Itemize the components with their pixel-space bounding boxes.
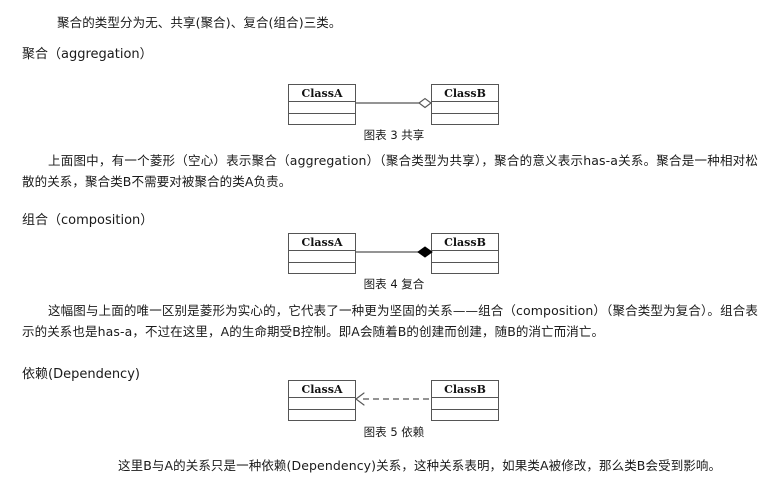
uml-class-attributes-a: [289, 251, 355, 263]
uml-class-box-b: ClassB: [431, 84, 499, 125]
section-heading-dependency: 依赖(Dependency): [22, 367, 140, 382]
uml-class-box-b: ClassB: [431, 233, 499, 274]
figure-caption-4: 图表 4 复合: [363, 277, 425, 291]
uml-class-box-a: ClassA: [288, 84, 356, 125]
figure-caption-3: 图表 3 共享: [363, 128, 425, 142]
uml-class-name-b: ClassB: [432, 234, 498, 251]
uml-class-attributes-b: [432, 102, 498, 114]
uml-connector-dependency: [355, 392, 431, 406]
intro-paragraph: 聚合的类型分为无、共享(聚合)、复合(组合)三类。: [57, 15, 342, 30]
section-heading-composition: 组合（composition）: [22, 213, 154, 228]
uml-class-name-a: ClassA: [289, 234, 355, 251]
open-arrow-icon: [355, 392, 365, 406]
figure-caption-5: 图表 5 依赖: [363, 425, 425, 439]
uml-class-attributes-a: [289, 398, 355, 410]
uml-class-name-b: ClassB: [432, 381, 498, 398]
body-paragraph-composition: 这幅图与上面的唯一区别是菱形为实心的，它代表了一种更为坚固的关系——组合（com…: [22, 303, 758, 339]
hollow-diamond-icon: [418, 97, 432, 109]
uml-diagram-aggregation: ClassA ClassB: [288, 84, 500, 125]
uml-class-attributes-b: [432, 398, 498, 410]
uml-class-name-a: ClassA: [289, 85, 355, 102]
uml-class-name-b: ClassB: [432, 85, 498, 102]
body-paragraph-aggregation: 上面图中，有一个菱形（空心）表示聚合（aggregation）（聚合类型为共享）…: [22, 153, 758, 189]
uml-diagram-dependency: ClassA ClassB: [288, 380, 500, 421]
uml-class-name-a: ClassA: [289, 381, 355, 398]
uml-class-attributes-b: [432, 251, 498, 263]
filled-diamond-icon: [417, 246, 433, 258]
uml-class-box-a: ClassA: [288, 233, 356, 274]
uml-class-attributes-a: [289, 102, 355, 114]
uml-connector-aggregation: [356, 97, 432, 109]
section-heading-aggregation: 聚合（aggregation）: [22, 47, 153, 62]
uml-diagram-composition: ClassA ClassB: [288, 233, 500, 274]
uml-class-box-b: ClassB: [431, 380, 499, 421]
uml-class-box-a: ClassA: [288, 380, 356, 421]
body-paragraph-dependency: 这里B与A的关系只是一种依赖(Dependency)关系，这种关系表明，如果类A…: [118, 458, 722, 473]
uml-connector-composition: [356, 246, 433, 258]
